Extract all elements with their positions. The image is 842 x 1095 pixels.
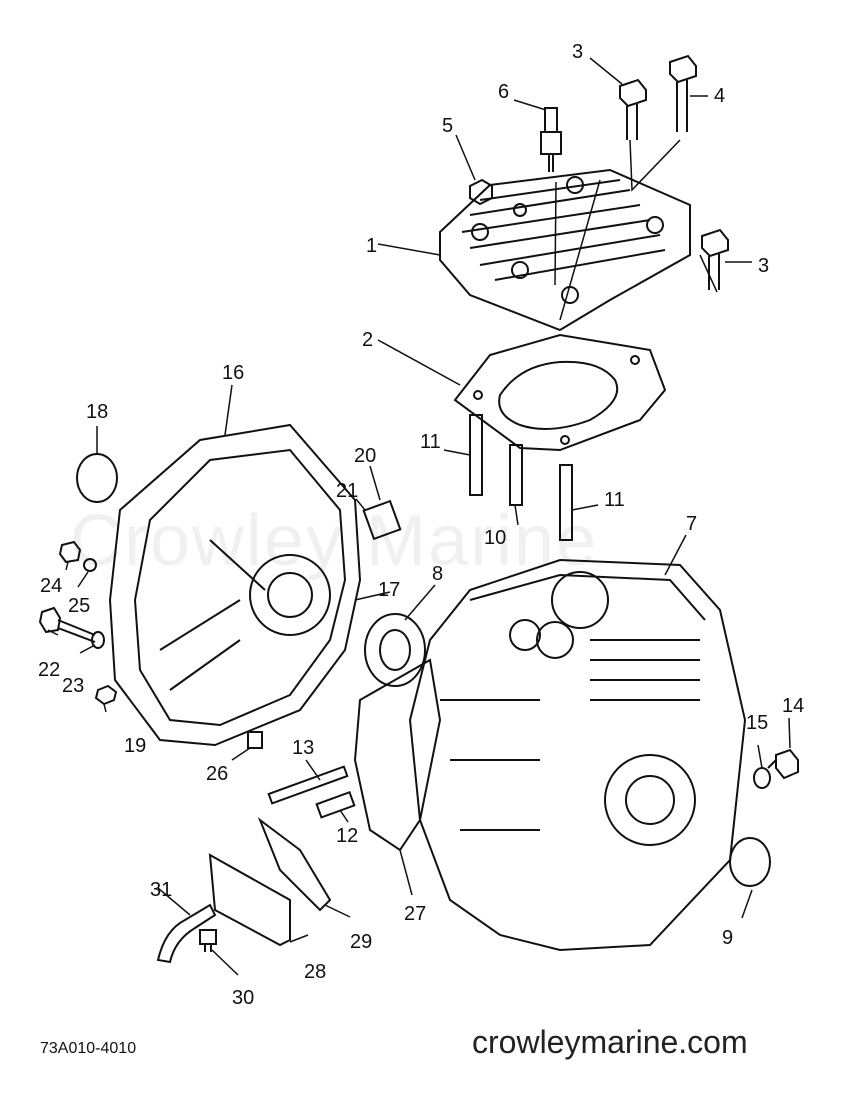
- callout-19: 19: [124, 735, 147, 757]
- callout-30: 30: [232, 987, 255, 1009]
- callout-11-left: 11: [420, 431, 441, 453]
- crankcase: [408, 558, 747, 952]
- callout-10: 10: [484, 527, 507, 549]
- callout-17: 17: [378, 579, 401, 601]
- callout-2: 2: [362, 329, 374, 351]
- washer-15: [753, 767, 771, 789]
- nut-25: [83, 558, 97, 572]
- nut-5: [469, 178, 493, 206]
- callout-3-right: 3: [758, 255, 770, 277]
- breather-hose-31: [156, 903, 217, 964]
- stud-12: [315, 790, 356, 819]
- callout-24: 24: [40, 575, 63, 597]
- stud-13: [267, 765, 349, 805]
- cylinder-head: [439, 168, 691, 332]
- head-bolt-3-right: [701, 228, 729, 290]
- crankcase-cover: [108, 423, 362, 747]
- website-label: crowleymarine.com: [472, 1024, 748, 1060]
- stud-10: [509, 444, 523, 506]
- callout-13: 13: [292, 737, 315, 759]
- callout-12: 12: [336, 825, 359, 847]
- gasket-27: [353, 658, 442, 852]
- callout-29: 29: [350, 931, 373, 953]
- callout-31: 31: [150, 879, 173, 901]
- leader-lines: [47, 57, 791, 976]
- bolt-22: [38, 606, 96, 643]
- callout-4: 4: [714, 85, 726, 107]
- breather-cover-28: [208, 853, 291, 947]
- washer-23: [91, 631, 105, 649]
- head-gasket: [453, 333, 667, 452]
- callout-23: 23: [62, 675, 85, 697]
- bolt-24: [58, 540, 82, 564]
- oil-seal-18: [76, 453, 118, 503]
- dowel-pin-26: [247, 731, 263, 749]
- drain-bolt-14: [767, 748, 799, 780]
- callout-3-upper: 3: [572, 41, 584, 63]
- callout-8: 8: [432, 563, 444, 585]
- callout-16: 16: [222, 362, 245, 384]
- callout-22: 22: [38, 659, 61, 681]
- callout-5: 5: [442, 115, 454, 137]
- nut-19: [94, 684, 118, 706]
- stud-11-right: [559, 464, 573, 541]
- callout-11-right: 11: [604, 489, 625, 511]
- bolt-30: [199, 929, 217, 952]
- callout-26: 26: [206, 763, 229, 785]
- callout-14: 14: [782, 695, 805, 717]
- spark-plug: [540, 107, 562, 172]
- head-bolt-3-upper: [619, 78, 647, 140]
- oil-filler-plug: [362, 499, 402, 541]
- callout-28: 28: [304, 961, 327, 983]
- callout-15: 15: [746, 712, 769, 734]
- stud-11-left: [469, 414, 483, 496]
- callout-1: 1: [366, 235, 378, 257]
- callout-21: 21: [336, 480, 359, 502]
- oil-seal-9: [729, 837, 771, 887]
- callout-20: 20: [354, 445, 377, 467]
- callout-18: 18: [86, 401, 109, 423]
- diagram-code: 73A010-4010: [40, 1040, 137, 1057]
- callout-7: 7: [686, 513, 698, 535]
- callout-25: 25: [68, 595, 91, 617]
- head-bolt-4: [669, 54, 697, 132]
- callout-9: 9: [722, 927, 734, 949]
- bearing-8: [364, 613, 426, 687]
- breather-gasket-29: [257, 817, 332, 912]
- watermark: Crowley Marine: [70, 501, 599, 581]
- callout-6: 6: [498, 81, 510, 103]
- callout-27: 27: [404, 903, 427, 925]
